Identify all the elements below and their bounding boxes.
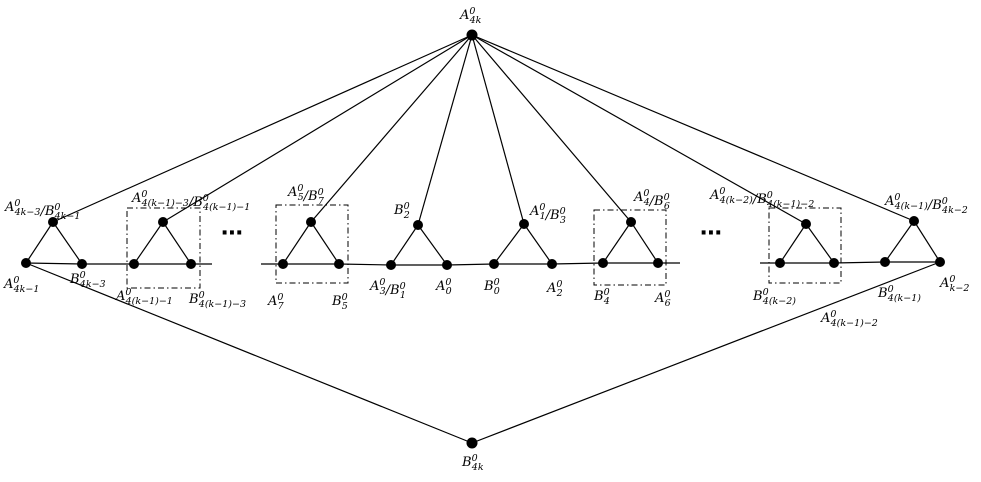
ellipsis-left: ⋯ [221, 221, 243, 246]
edge-t8a-t8r [913, 220, 941, 263]
edge-t3a-t3l [282, 221, 312, 265]
node-t7r [829, 258, 839, 268]
node-t8a [909, 216, 919, 226]
dashed-box-4 [768, 207, 842, 284]
node-t5l [489, 259, 499, 269]
graph-nodes [21, 29, 945, 449]
node-t1a [48, 217, 58, 227]
edge-t1l-t1r [25, 262, 83, 265]
node-t4l [386, 260, 396, 270]
node-t8l [880, 257, 890, 267]
edge-t1a-t1l [25, 221, 54, 264]
edge-top-t4a [417, 34, 473, 226]
node-t7l [775, 258, 785, 268]
edge-top-t1a [52, 34, 473, 223]
node-t6r [653, 258, 663, 268]
node-t2r [186, 259, 196, 269]
edge-top-t5a [471, 34, 525, 225]
edge-bot-t8r [471, 261, 941, 444]
node-t1r [77, 259, 87, 269]
node-t3a [306, 217, 316, 227]
graph-edges [25, 34, 941, 444]
ellipsis-right: ⋯ [700, 221, 722, 246]
edge-t7r-t8l [833, 261, 886, 264]
edge-t7a-t7l [779, 223, 807, 264]
dashed-box-1 [126, 207, 201, 289]
edge-t7a-t7r [805, 223, 835, 264]
edge-top-t3a [310, 34, 473, 223]
node-t7a [801, 219, 811, 229]
edge-t8a-t8l [884, 220, 915, 263]
edge-bot-t1l [25, 262, 473, 444]
edge-t4r-t5l [446, 263, 495, 266]
node-t3r [334, 259, 344, 269]
node-t6l [598, 258, 608, 268]
edge-t5r-t6l [551, 262, 604, 265]
edge-t3a-t3r [310, 221, 340, 265]
edge-t5a-t5r [523, 223, 553, 265]
edge-t2a-t2r [162, 221, 192, 265]
node-t8r [935, 257, 945, 267]
node-t3l [278, 259, 288, 269]
node-t4r [442, 260, 452, 270]
dashed-box-3 [593, 209, 667, 286]
edge-top-t7a [471, 34, 807, 225]
node-top [466, 29, 478, 41]
edge-t5a-t5l [493, 223, 525, 265]
edge-t6a-t6r [630, 221, 659, 264]
node-t2a [158, 217, 168, 227]
edge-t2a-t2l [133, 221, 164, 265]
dashed-boxes [126, 204, 842, 289]
edge-t4a-t4l [390, 224, 419, 266]
node-bot [466, 437, 478, 449]
edge-t6a-t6l [602, 221, 632, 264]
edge-top-t8a [471, 34, 915, 222]
node-t5r [547, 259, 557, 269]
node-t2l [129, 259, 139, 269]
edge-t4a-t4r [417, 224, 448, 266]
dashed-box-2 [275, 204, 349, 284]
edge-t1a-t1r [52, 221, 83, 265]
edge-top-t6a [471, 34, 632, 223]
node-t1l [21, 258, 31, 268]
node-t6a [626, 217, 636, 227]
edge-t3r-t4l [338, 263, 392, 266]
node-t5a [519, 219, 529, 229]
edge-top-t2a [162, 34, 473, 223]
node-t4a [413, 220, 423, 230]
